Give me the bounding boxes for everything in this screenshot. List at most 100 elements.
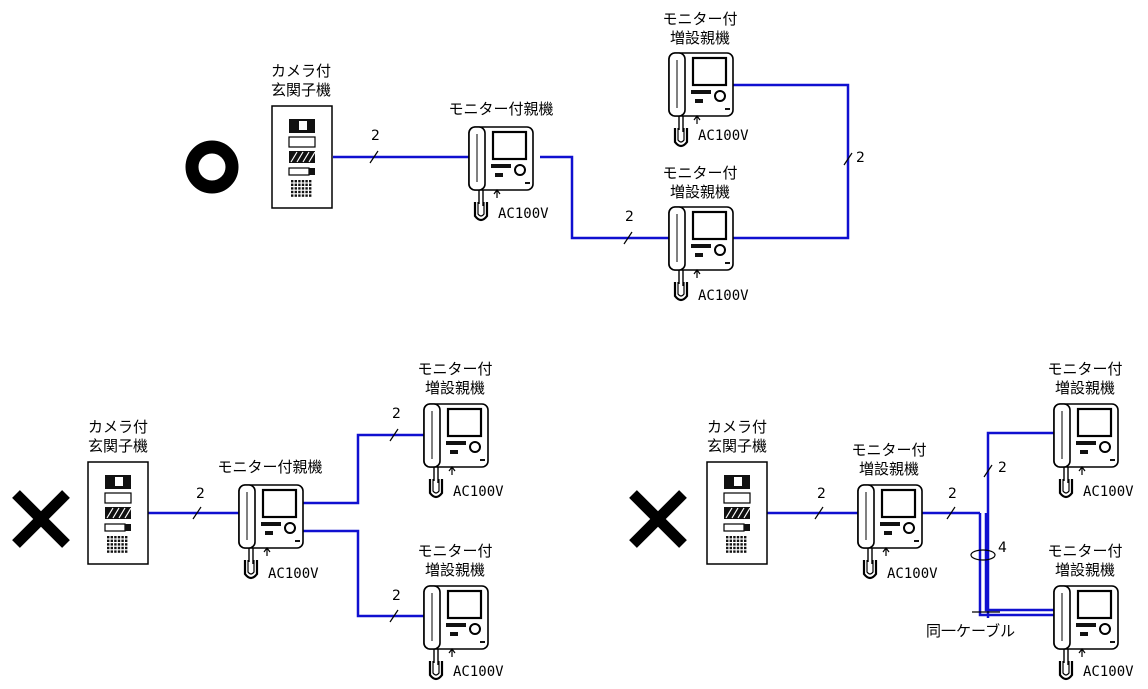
talk-button [903,522,915,534]
indicator [744,524,750,531]
power-plug [862,560,878,580]
wire-sub-to-sub-ok [732,83,850,240]
cable-bundle-ellipse [970,549,996,561]
wire-count-label: 2 [392,406,401,422]
cord [433,467,439,483]
cord [867,548,873,564]
key-row [446,441,466,445]
nameplate [288,136,316,148]
wire-count-label: 2 [371,128,380,144]
power-label: AC100V [453,484,504,500]
monitor-screen [1076,589,1113,620]
key-row [446,623,466,627]
monitor-screen [491,130,528,161]
sub-monitor-label: モニター付増設親機 [417,360,493,397]
talk-button [714,244,726,256]
monitor-screen [446,407,483,438]
nameplate [104,492,132,504]
talk-button [469,441,481,453]
key-row [691,90,711,94]
wire-count-label: 2 [998,460,1007,476]
power-plug [428,661,444,681]
indicator [450,632,458,636]
key-row [261,522,281,526]
cord [678,270,684,286]
sub-monitor-label: モニター付増設親機 [851,441,927,478]
wire-count-label: 2 [948,486,957,502]
sub-monitor [420,585,492,689]
power-label: AC100V [1083,484,1134,500]
talk-button [284,522,296,534]
wire-master-to-sub-ok [540,155,670,240]
sub-monitor [420,403,492,507]
speaker-grille [726,536,747,553]
sub-monitor [1050,585,1122,689]
door-station-label: カメラ付玄関子機 [87,418,148,455]
wire-count-label: 4 [998,540,1007,556]
indicator [695,253,703,257]
sub-monitor-label: モニター付増設親機 [662,10,738,47]
power-label: AC100V [887,566,938,582]
power-plug [473,202,489,222]
ng-cross-mark [12,490,70,548]
indicator [884,531,892,535]
key-row [1076,441,1096,445]
sub-monitor [854,484,926,588]
indicator [265,531,273,535]
master-monitor-label: モニター付親機 [448,100,554,118]
wire-count-label: 2 [817,486,826,502]
same-cable-label: 同一ケーブル [926,622,1016,640]
tick-wire [946,506,956,520]
sub-monitor-label: モニター付増設親機 [662,164,738,201]
wire-count-label: 2 [625,209,634,225]
tick-wire [389,428,399,442]
talk-button [1099,441,1111,453]
monitor-screen [691,56,728,87]
indicator [695,99,703,103]
master-monitor-label: モニター付親機 [217,458,323,476]
power-plug [243,560,259,580]
indicator [495,173,503,177]
sub-monitor [665,206,737,310]
talk-button [714,90,726,102]
sub-monitor [665,52,737,156]
wire-count-label: 2 [196,486,205,502]
wire-cable-a-ng2 [978,513,1055,617]
ng-cross-mark [629,490,687,548]
power-label: AC100V [498,206,549,222]
wire-cable-b-ng2 [984,513,1055,612]
cord [678,116,684,132]
ok-circle-mark [185,140,239,194]
tick-wire [843,152,853,166]
sub-monitor-label: モニター付増設親機 [417,542,493,579]
tick-wire [192,506,202,520]
key-row [880,522,900,526]
wire-count-label: 2 [392,588,401,604]
tick-wire [814,506,824,520]
cord [433,649,439,665]
indicator [450,450,458,454]
indicator [309,168,315,175]
talk-button [1099,623,1111,635]
wire-master-to-sub1-ng1 [303,433,425,505]
monitor-screen [880,488,917,519]
power-label: AC100V [698,288,749,304]
indicator [1080,450,1088,454]
power-plug [1058,479,1074,499]
cord [1063,467,1069,483]
camera-window [734,477,742,486]
talk-button [514,164,526,176]
cord [478,190,484,206]
sub-monitor-label: モニター付増設親機 [1047,542,1123,579]
speaker-grille [291,180,312,197]
key-row [691,244,711,248]
cord [248,548,254,564]
power-plug [673,128,689,148]
door-station-label: カメラ付玄関子機 [270,62,331,99]
power-plug [1058,661,1074,681]
wire-junction-to-sub1-ng2 [986,431,1055,618]
monitor-screen [261,488,298,519]
door-station [271,105,335,215]
